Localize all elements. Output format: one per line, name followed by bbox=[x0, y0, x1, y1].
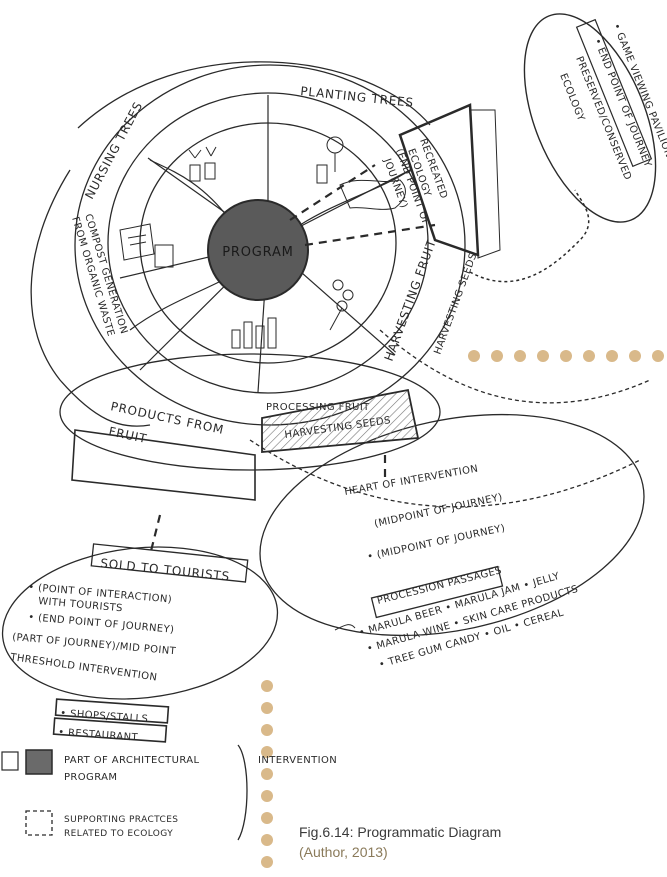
sold-b3b: (PART OF JOURNEY)/MID POINT bbox=[12, 632, 177, 657]
program-bands bbox=[71, 103, 501, 501]
sold-b3c: THRESHOLD INTERVENTION bbox=[9, 652, 158, 684]
pavilion-block: • GAME VIEWING PAVILION • END POINT OF J… bbox=[523, 13, 667, 223]
legend-program-swatch bbox=[25, 749, 53, 775]
outer-sketch-lines bbox=[1, 61, 651, 700]
legend-item2b: RELATED TO ECOLOGY bbox=[64, 829, 173, 839]
path-to-pavilion bbox=[469, 189, 590, 283]
legend-bracket-label: INTERVENTION bbox=[258, 755, 337, 766]
tree-sketch-icons bbox=[119, 136, 406, 349]
heart-line3: • (MIDPOINT OF JOURNEY) bbox=[366, 523, 506, 563]
sold-to-tourists-block: SOLD TO TOURISTS • (POINT OF INTERACTION… bbox=[9, 543, 249, 684]
products-connector bbox=[334, 624, 356, 631]
heart-line1: HEART OF INTERVENTION bbox=[344, 464, 480, 498]
dotted-path-vertical bbox=[261, 680, 273, 868]
program-label: PROGRAM bbox=[222, 245, 293, 260]
label-harvesting-fruit: HARVESTING FRUIT bbox=[382, 237, 439, 363]
legend-item1a: PART OF ARCHITECTURAL bbox=[64, 755, 200, 766]
program-center: PROGRAM bbox=[207, 199, 309, 301]
dashed-connectors bbox=[148, 164, 436, 556]
legend-supporting-swatch bbox=[25, 810, 53, 836]
caption-source: (Author, 2013) bbox=[299, 844, 388, 860]
recreated-ecology-block: RECREATED ECOLOGY (END POINT OF JOURNEY) bbox=[381, 137, 449, 227]
heart-line2: (MIDPOINT OF JOURNEY) bbox=[373, 492, 503, 530]
label-planting-trees: PLANTING TREES bbox=[300, 84, 415, 110]
caption-title: Fig.6.14: Programmatic Diagram bbox=[299, 824, 502, 840]
shops-line1: • SHOPS/STALLS bbox=[60, 708, 149, 725]
legend-item2a: SUPPORTING PRACTCES bbox=[64, 815, 178, 825]
dotted-path-horizontal bbox=[468, 350, 664, 362]
sold-box-label: SOLD TO TOURISTS bbox=[100, 556, 231, 584]
label-nursing-trees: NURSING TREES bbox=[82, 99, 145, 201]
shops-block: • SHOPS/STALLS • RESTAURANT bbox=[52, 698, 170, 744]
label-harvesting-seeds-side: HARVESTING SEEDS bbox=[432, 252, 479, 356]
legend: PART OF ARCHITECTURAL PROGRAM SUPPORTING… bbox=[1, 744, 337, 841]
figure-caption: Fig.6.14: Programmatic Diagram (Author, … bbox=[299, 822, 501, 862]
legend-item1b: PROGRAM bbox=[64, 772, 117, 783]
shops-line2: • RESTAURANT bbox=[58, 727, 139, 744]
products-list: • MARULA BEER • MARULA JAM • JELLY • MAR… bbox=[358, 571, 580, 671]
sold-b2: • (END POINT OF JOURNEY) bbox=[28, 612, 175, 636]
